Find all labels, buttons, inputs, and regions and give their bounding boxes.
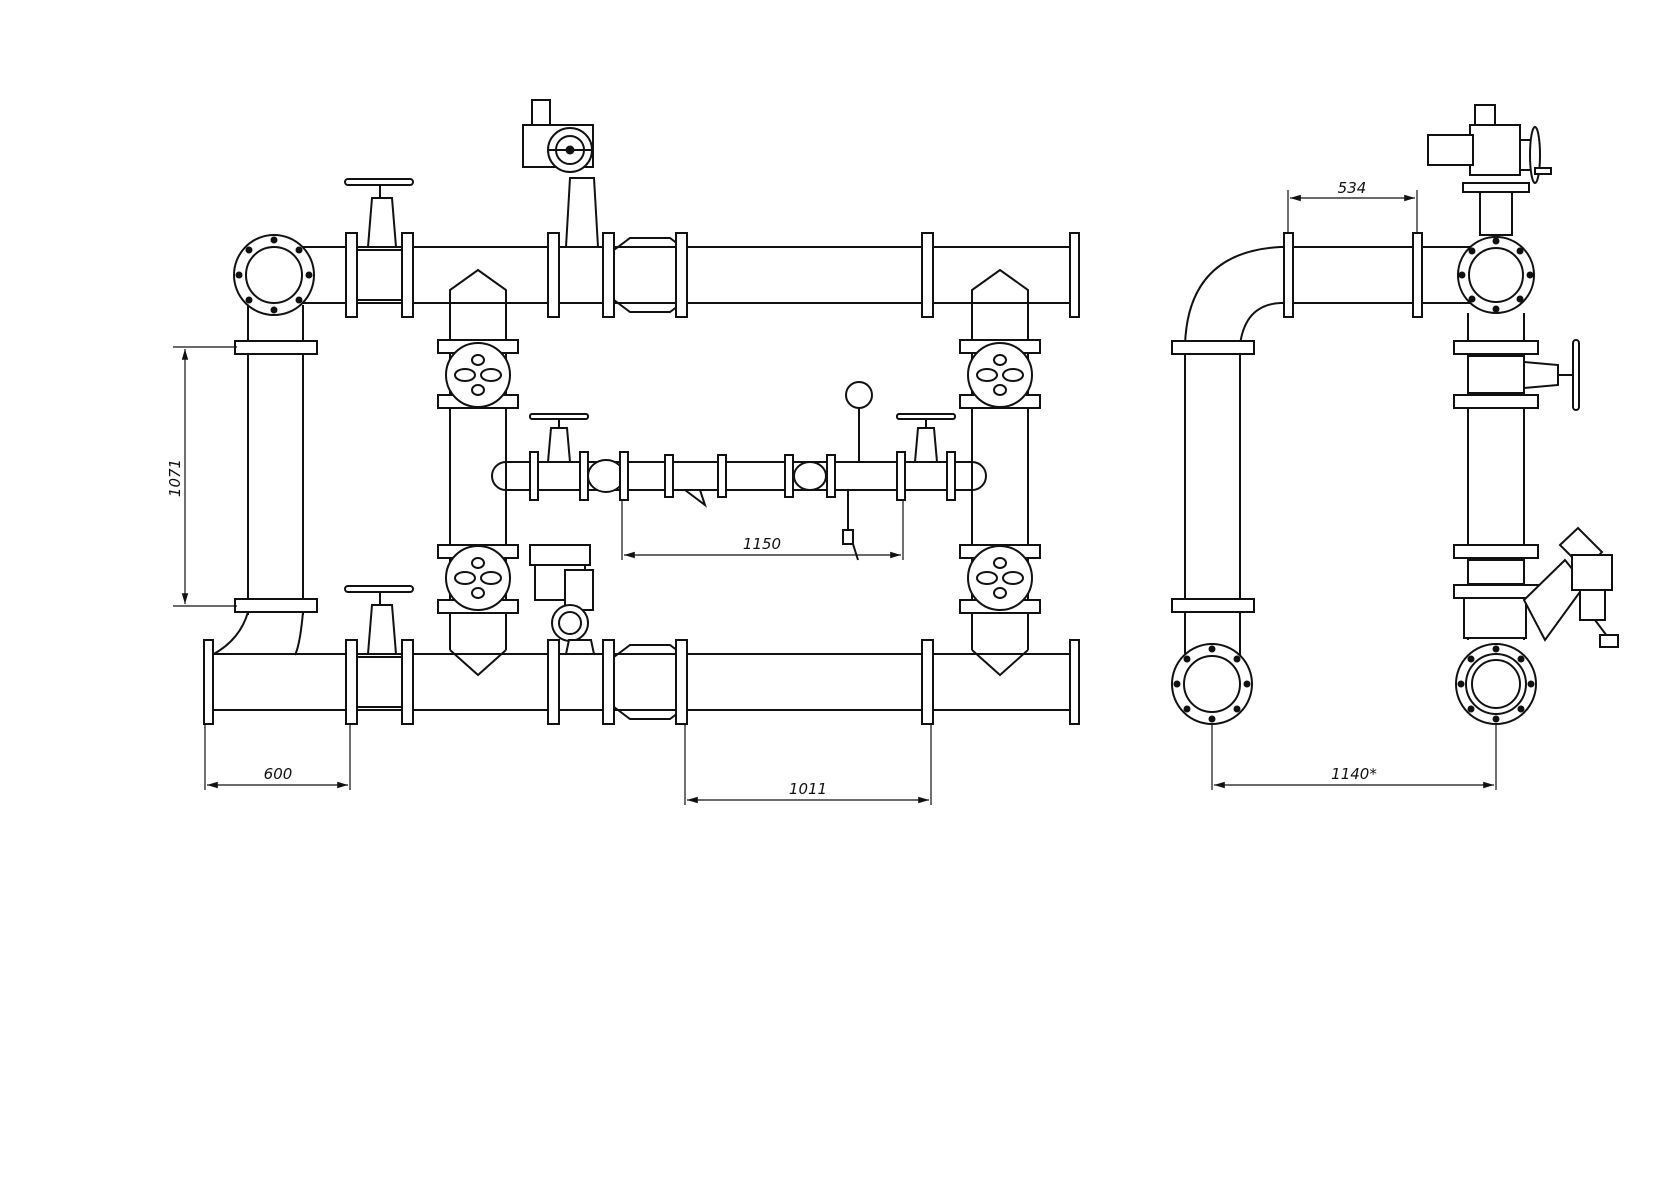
bottom-actuated-valve — [529, 544, 615, 725]
dimension-label-600: 600 — [264, 765, 293, 783]
dimension-label-1011: 1011 — [789, 780, 827, 798]
top-left-elbow-flange — [233, 234, 315, 316]
bottom-gate-valve — [344, 585, 414, 725]
bottom-main-pipe — [203, 639, 1080, 725]
top-gate-valve — [344, 178, 414, 318]
dimension-1150: 1150 — [621, 500, 904, 560]
side-left-vertical — [1171, 340, 1255, 725]
dimension-534: 534 — [1287, 179, 1418, 233]
dimension-600: 600 — [204, 725, 351, 790]
left-inner-riser — [437, 268, 519, 677]
side-right-vertical — [1453, 313, 1580, 640]
side-top-right-flange — [1457, 236, 1535, 314]
bottom-expansion-joint — [613, 639, 934, 725]
dimension-label-1150: 1150 — [743, 535, 781, 553]
dimension-1140: 1140* — [1211, 725, 1497, 790]
bypass-line — [491, 381, 987, 561]
right-inner-riser — [959, 268, 1041, 677]
dimension-1071: 1071 — [166, 346, 237, 607]
dimension-label-1071: 1071 — [166, 459, 184, 497]
side-top-actuator — [1427, 104, 1552, 236]
side-angled-valve — [1522, 526, 1619, 648]
top-actuated-valve — [522, 99, 615, 318]
side-bottom-flange — [1455, 643, 1537, 725]
top-pipe-end-flange — [1069, 232, 1080, 318]
dimension-label-534: 534 — [1338, 179, 1367, 197]
top-expansion-joint — [613, 232, 934, 318]
left-vertical-pipe — [211, 305, 318, 656]
side-view: 534 1140* — [1171, 104, 1619, 790]
side-top-pipe — [1184, 232, 1480, 346]
dimension-label-1140: 1140* — [1331, 765, 1377, 783]
front-view: 1071 1150 600 1011 — [166, 99, 1080, 805]
dimension-1011: 1011 — [684, 725, 932, 805]
